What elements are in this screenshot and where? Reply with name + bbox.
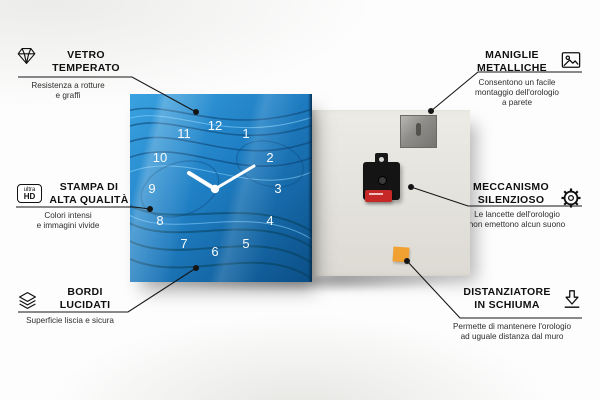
callout-subtitle: Le lancette dell'orologio non emettono a… <box>468 210 566 229</box>
clock-number: 9 <box>148 181 155 196</box>
clock-number: 2 <box>266 150 273 165</box>
clock-number: 10 <box>153 150 167 165</box>
battery-label <box>369 193 383 195</box>
foam-spacer <box>392 246 410 263</box>
callout-subtitle: Superficie liscia e sicura <box>26 316 114 325</box>
picture-icon <box>561 52 581 68</box>
ultra-hd-label-top: ultra <box>23 187 36 193</box>
foam-spacer-icon <box>564 290 580 308</box>
callout-title: VETRO TEMPERATO <box>52 49 120 74</box>
clock-number: 7 <box>180 236 187 251</box>
clock-number: 12 <box>208 118 222 133</box>
callout-title: BORDI LUCIDATI <box>59 286 111 311</box>
clock-number: 5 <box>242 236 249 251</box>
clock-number: 8 <box>156 213 163 228</box>
clock-hands <box>187 164 256 194</box>
diamond-icon <box>17 47 36 65</box>
glass-edge <box>308 94 312 282</box>
clock-front: 12 1 2 3 4 5 6 7 8 9 10 11 <box>130 94 312 282</box>
callout-title: MECCANISMO SILENZIOSO <box>473 181 549 206</box>
plate-keyhole-slot <box>416 123 421 136</box>
callout-title: STAMPA DI ALTA QUALITÀ <box>49 181 129 206</box>
gear-icon <box>561 188 581 208</box>
clock-back <box>312 110 470 276</box>
callout-subtitle: Consentono un facile montaggio dell'orol… <box>475 78 559 107</box>
clock-number: 4 <box>266 213 273 228</box>
ultra-hd-icon: ultra HD <box>17 184 42 203</box>
clock-number: 6 <box>211 244 218 259</box>
hanger-hole <box>379 156 384 162</box>
clock-number: 11 <box>177 126 191 141</box>
layers-icon <box>19 292 36 309</box>
ultra-hd-label-bottom: HD <box>23 192 36 201</box>
metal-mounting-plate <box>400 115 437 148</box>
battery <box>365 190 392 202</box>
callout-title: DISTANZIATORE IN SCHIUMA <box>463 286 551 311</box>
callout-subtitle: Permette di mantenere l'orologio ad ugua… <box>452 322 572 341</box>
clock-face: 12 1 2 3 4 5 6 7 8 9 10 11 <box>148 118 281 259</box>
callout-subtitle: Resistenza a rotture e graffi <box>31 81 105 100</box>
clock-print-pattern <box>130 94 312 282</box>
glass-reflection <box>130 94 312 282</box>
clock-number: 3 <box>274 181 281 196</box>
mechanism-spindle <box>378 176 387 185</box>
callout-subtitle: Colori intensi e immagini vivide <box>36 211 100 230</box>
clock-number: 1 <box>242 126 249 141</box>
callout-title: MANIGLIE METALLICHE <box>477 49 547 74</box>
